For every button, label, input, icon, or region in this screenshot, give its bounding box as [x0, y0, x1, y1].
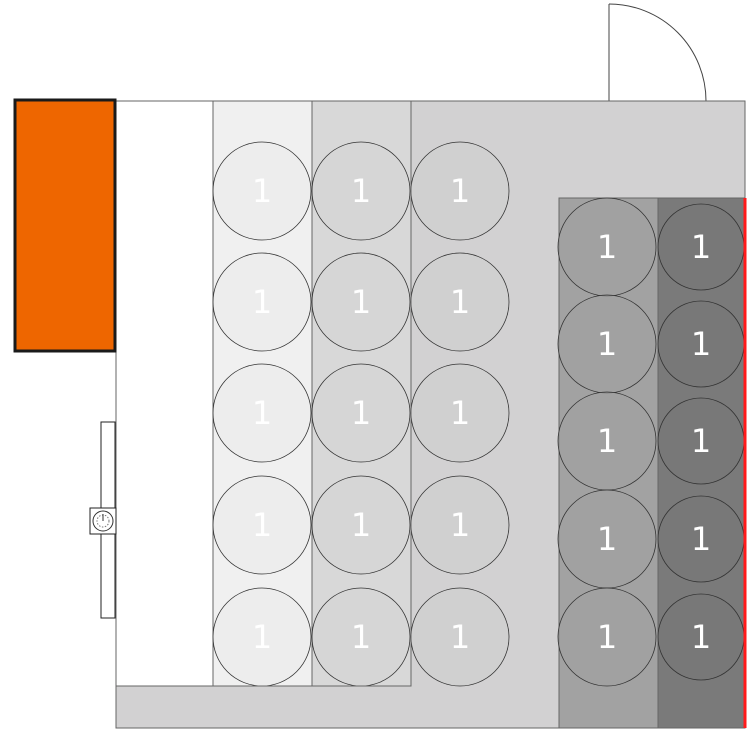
control-panel[interactable] — [89, 421, 117, 619]
seat-label: 1 — [351, 618, 371, 656]
seat-label: 1 — [597, 325, 617, 363]
seat[interactable] — [212, 363, 312, 463]
stage[interactable] — [13, 98, 117, 353]
seat-label: 1 — [450, 172, 470, 210]
seat-label: 1 — [597, 228, 617, 266]
seat[interactable] — [212, 475, 312, 575]
seat-label: 1 — [450, 394, 470, 432]
seat-label: 1 — [252, 283, 272, 321]
seat[interactable] — [311, 141, 411, 241]
seat-label: 1 — [691, 325, 711, 363]
seat[interactable] — [212, 141, 312, 241]
aisle — [115, 100, 214, 687]
seat-label: 1 — [450, 618, 470, 656]
seat-label: 1 — [597, 618, 617, 656]
dial-icon — [92, 510, 114, 532]
seat[interactable] — [212, 252, 312, 352]
seat-label: 1 — [450, 283, 470, 321]
section-1: 1 1 1 1 1 — [212, 100, 313, 687]
seat-label: 1 — [450, 506, 470, 544]
seating-sections: 1 1 1 1 1 1 1 1 1 1 1 1 1 1 1 1 1 1 1 1 1 1 1 1 1 — [116, 100, 746, 729]
seat[interactable] — [311, 363, 411, 463]
seat-label: 1 — [691, 520, 711, 558]
seat[interactable] — [311, 475, 411, 575]
section-5: 1 1 1 1 1 — [657, 197, 746, 729]
seat-label: 1 — [597, 520, 617, 558]
seat-label: 1 — [252, 618, 272, 656]
seat-label: 1 — [252, 172, 272, 210]
seat-label: 1 — [252, 506, 272, 544]
section-4: 1 1 1 1 1 — [557, 197, 659, 729]
seat-label: 1 — [351, 172, 371, 210]
seat-label: 1 — [351, 506, 371, 544]
seat-label: 1 — [691, 422, 711, 460]
section-3: 1 1 1 1 1 — [410, 141, 510, 687]
seat-label: 1 — [691, 618, 711, 656]
seat[interactable] — [557, 587, 657, 687]
seat-label: 1 — [691, 228, 711, 266]
section-2: 1 1 1 1 1 — [311, 100, 412, 687]
seat-label: 1 — [252, 394, 272, 432]
seat-label: 1 — [351, 283, 371, 321]
seat-label: 1 — [351, 394, 371, 432]
door-icon — [608, 3, 707, 102]
seat-label: 1 — [597, 422, 617, 460]
seat[interactable] — [311, 252, 411, 352]
